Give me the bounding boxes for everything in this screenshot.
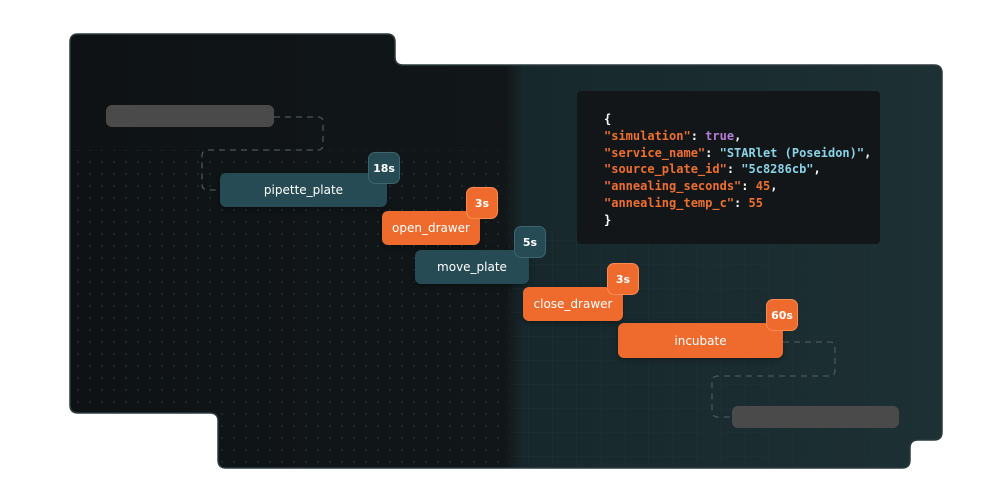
step-incubate[interactable]: incubate (618, 323, 783, 358)
duration-badge: 18s (368, 152, 400, 184)
code-line: "source_plate_id": "5c8286cb", (604, 162, 821, 177)
code-key: "annealing_seconds" (604, 179, 742, 194)
step-label: pipette_plate (263, 183, 344, 197)
step-pipette-plate[interactable]: pipette_plate (220, 173, 387, 207)
duration-badge: 60s (766, 299, 798, 331)
code-line: "annealing_seconds": 45, (604, 179, 778, 194)
duration-text: 5s (522, 235, 538, 249)
code-key: "service_name" (604, 145, 706, 160)
end-placeholder-pill (732, 406, 899, 428)
step-label: close_drawer (533, 297, 613, 311)
code-sep: , (864, 145, 872, 160)
duration-badge: 3s (607, 263, 639, 295)
code-value: "5c8286cb" (741, 162, 814, 177)
code-key: "annealing_temp_c" (604, 195, 735, 210)
code-line: "annealing_temp_c": 55 (604, 195, 763, 210)
code-value: true (705, 128, 735, 143)
step-label: incubate (674, 333, 727, 348)
code-key: "source_plate_id" (604, 162, 727, 177)
code-line: "simulation": true, (604, 128, 742, 143)
step-label: open_drawer (392, 221, 470, 235)
top-connector (201, 116, 324, 191)
code-close-brace: } (604, 212, 612, 227)
step-close-drawer[interactable]: close_drawer (523, 287, 623, 321)
config-code-panel: { "simulation": true, "service_name": "S… (577, 91, 880, 244)
duration-text: 3s (615, 272, 631, 286)
duration-badge: 5s (514, 226, 546, 258)
code-open-brace: { (604, 112, 612, 126)
code-sep: , (770, 179, 778, 194)
code-line: "service_name": "STARlet (Poseidon)", (604, 145, 872, 160)
duration-text: 60s (771, 308, 793, 322)
code-value: "STARlet (Poseidon)" (719, 145, 865, 160)
code-key: "simulation" (604, 128, 691, 143)
code-value: 55 (748, 195, 763, 210)
duration-text: 3s (474, 196, 490, 210)
duration-text: 18s (373, 161, 395, 175)
code-sep: , (734, 128, 742, 143)
step-open-drawer[interactable]: open_drawer (382, 211, 480, 245)
step-move-plate[interactable]: move_plate (415, 250, 529, 284)
duration-badge: 3s (466, 187, 498, 219)
code-value: 45 (755, 179, 771, 194)
step-label: move_plate (437, 260, 507, 274)
start-placeholder-pill (106, 105, 274, 127)
code-sep: , (813, 162, 821, 177)
